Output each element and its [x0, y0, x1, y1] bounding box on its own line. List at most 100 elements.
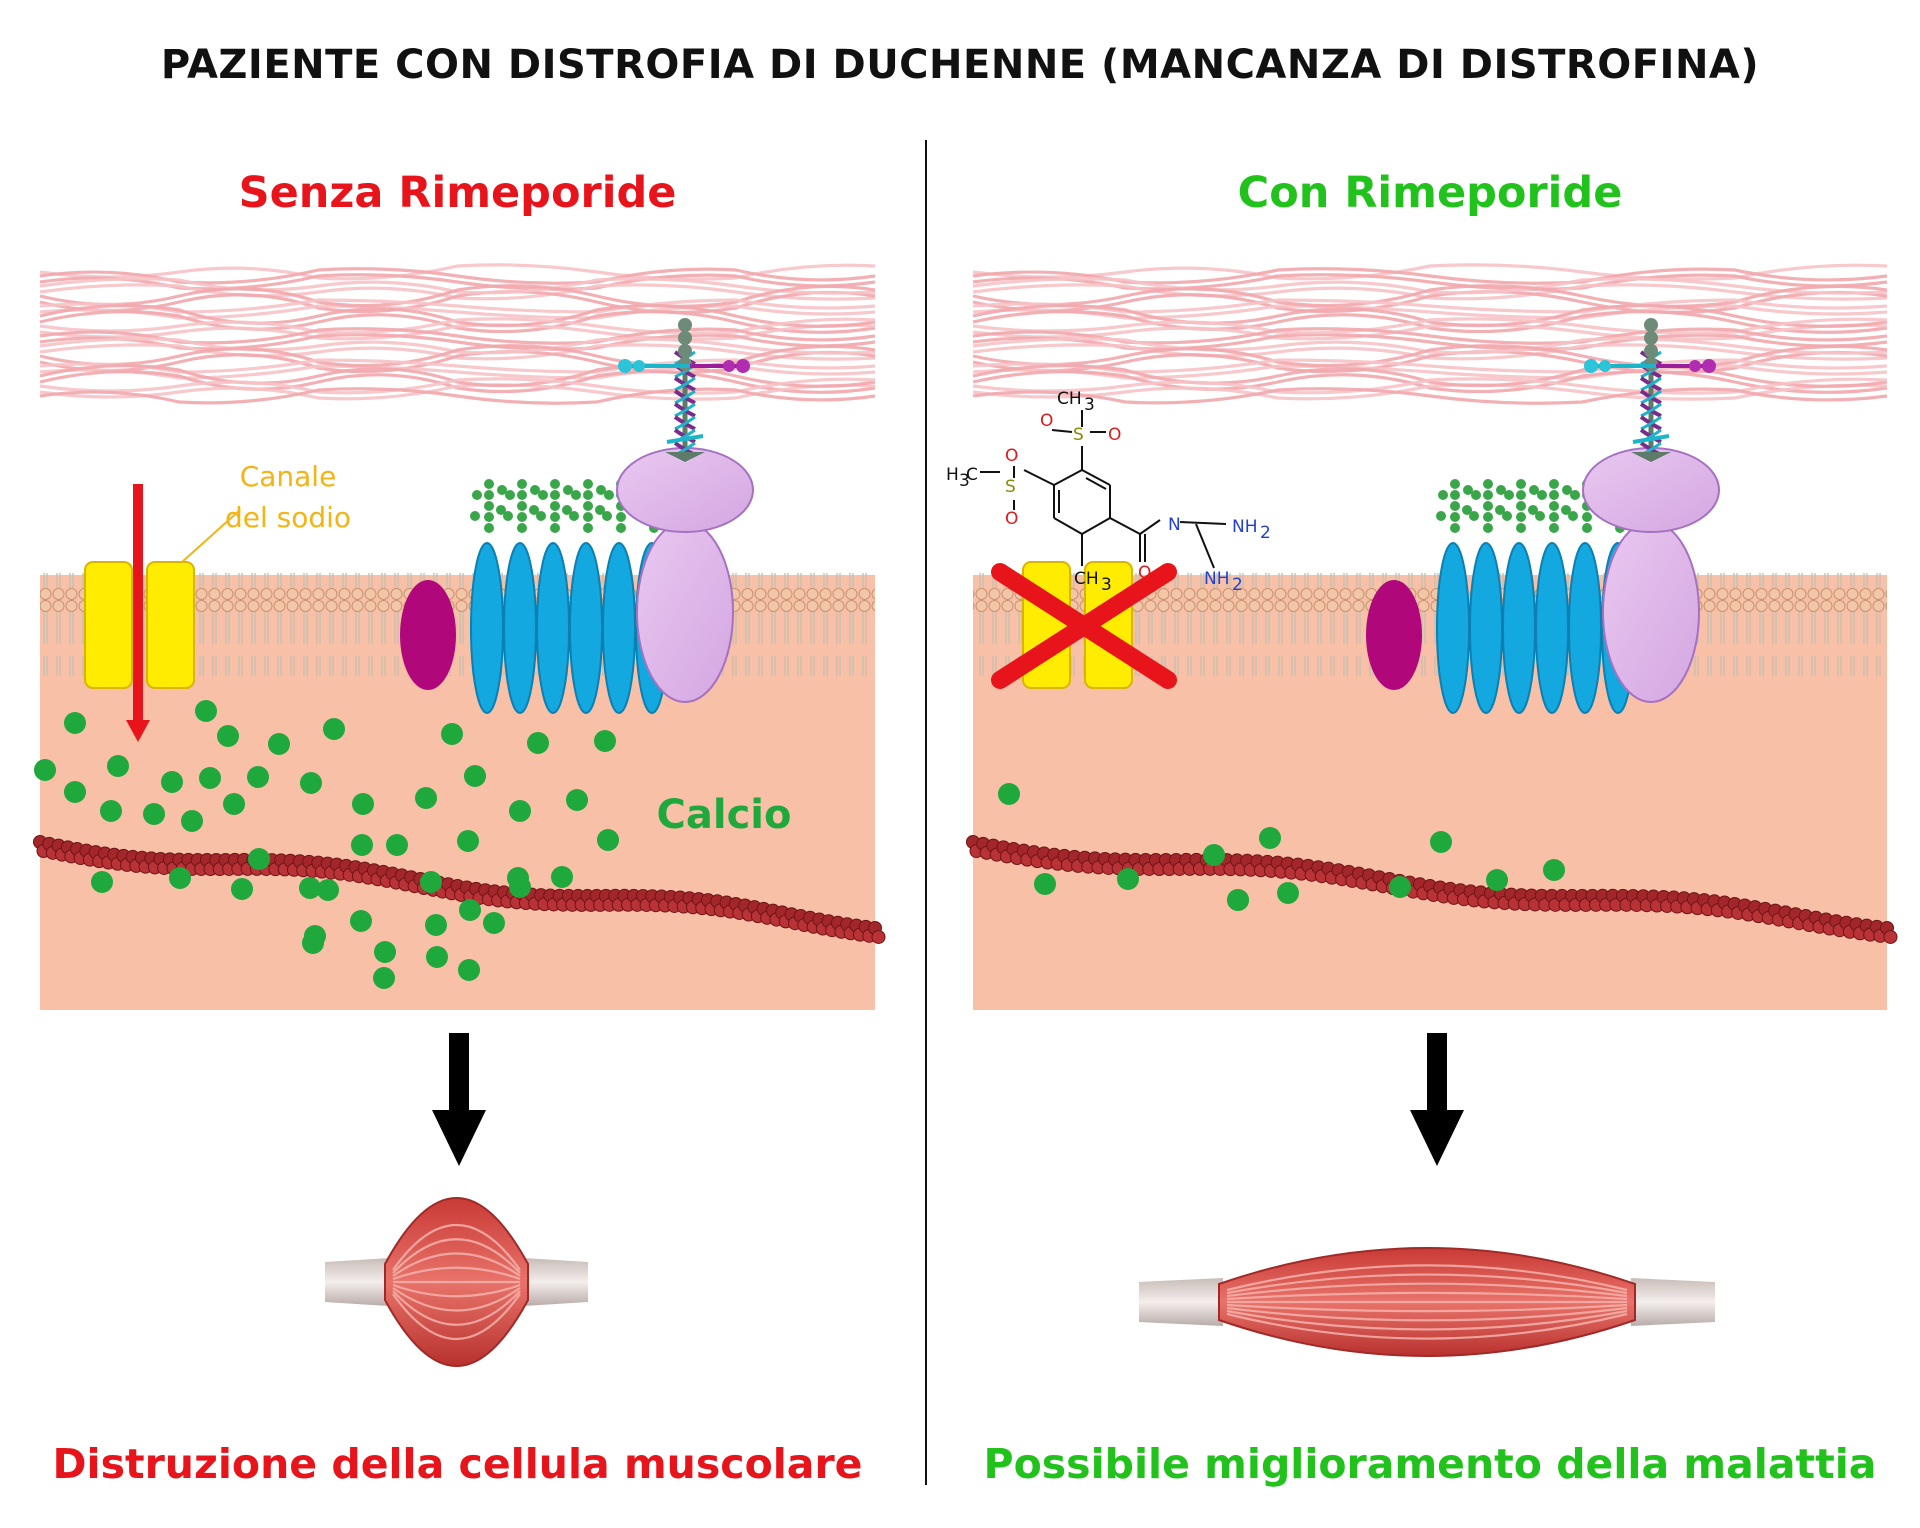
calcium-ion-icon — [1277, 882, 1299, 904]
laminin-globule — [1644, 344, 1658, 358]
molecule-bond — [1139, 519, 1161, 535]
molecule-o1: O — [1040, 411, 1053, 431]
left-outcome-caption: Distruzione della cellula muscolare — [52, 1440, 863, 1488]
molecule-bond — [1195, 523, 1215, 569]
glycan-bead — [1568, 511, 1578, 521]
molecule-h3c-c: C — [966, 465, 978, 485]
glycan-bead — [1561, 505, 1571, 515]
molecule-ch3-bottom: CH — [1074, 569, 1099, 589]
collagen-fiber — [39, 343, 876, 361]
glycan-bead — [583, 490, 593, 500]
glycan-bead — [563, 485, 573, 495]
muscle-striation — [1226, 1291, 1628, 1301]
calcium-ion-icon — [231, 878, 253, 900]
collagen-fiber — [39, 290, 876, 314]
collagen-fiber — [39, 317, 876, 335]
molecule-o2: O — [1108, 425, 1121, 445]
calcium-ion-icon — [181, 810, 203, 832]
molecule-bond — [1109, 517, 1141, 535]
laminin-base — [665, 452, 705, 462]
muscle-striation — [392, 1238, 521, 1274]
laminin-globule — [1689, 360, 1701, 372]
glycan-bead — [1483, 479, 1493, 489]
collagen-fiber — [972, 284, 1888, 308]
glycan-bead — [1483, 512, 1493, 522]
calcium-ion-icon — [566, 789, 588, 811]
calcium-ion-icon — [1117, 868, 1139, 890]
muscle-tendon — [1631, 1278, 1715, 1326]
glycan-bead — [1582, 512, 1592, 522]
calcium-ion-icon — [64, 781, 86, 803]
glycan-bead — [571, 490, 581, 500]
calcium-ion-icon — [420, 871, 442, 893]
transmembrane-protein — [1535, 542, 1569, 714]
muscle-striation — [392, 1223, 521, 1271]
glycan-bead — [1504, 490, 1514, 500]
glycan-bead — [550, 479, 560, 489]
calcium-ion-icon — [64, 712, 86, 734]
calcium-ion-icon — [350, 910, 372, 932]
calcium-ion-icon — [323, 718, 345, 740]
calcium-ion-icon — [458, 959, 480, 981]
collagen-fiber — [972, 333, 1888, 351]
collagen-fiber — [39, 327, 876, 345]
laminin-helix — [674, 402, 696, 418]
calcium-ion-icon — [1430, 831, 1452, 853]
collagen-fiber — [39, 370, 876, 394]
glycan-bead — [484, 490, 494, 500]
glycan-bead — [1516, 523, 1526, 533]
actin-filament — [33, 835, 886, 944]
glycan-bead — [1496, 485, 1506, 495]
muscle-striation — [1226, 1282, 1628, 1298]
collagen-fiber — [39, 310, 876, 334]
collagen-fiber — [972, 277, 1888, 295]
collagen-fiber — [39, 267, 876, 285]
collagen-fiber — [39, 377, 876, 395]
calcium-ion-icon — [169, 867, 191, 889]
glycan-bead — [1528, 505, 1538, 515]
glycan-bead — [550, 523, 560, 533]
laminin-globule — [633, 360, 645, 372]
beta-dystroglycan — [636, 521, 734, 703]
glycan-bead — [505, 490, 515, 500]
collagen-fiber — [972, 377, 1888, 395]
molecule-o5: O — [1138, 563, 1151, 583]
molecule-nh2-top-sub: 2 — [1260, 523, 1271, 543]
collagen-fiber — [972, 327, 1888, 345]
molecule-bond — [1081, 517, 1111, 535]
calcium-ion-icon — [248, 848, 270, 870]
transmembrane-protein — [536, 542, 570, 714]
molecule-s2: S — [1005, 477, 1016, 497]
muscle-striation — [1226, 1303, 1628, 1313]
glycan-bead — [616, 512, 626, 522]
muscle-striation — [392, 1266, 521, 1281]
glycan-bead — [1462, 505, 1472, 515]
collagen-fiber — [39, 304, 876, 328]
glycan-bead — [1549, 523, 1559, 533]
calcium-ion-icon — [317, 879, 339, 901]
collagen-fiber — [972, 344, 1888, 368]
glycan-bead — [550, 490, 560, 500]
glycan-bead — [484, 479, 494, 489]
glycan-bead — [1570, 490, 1580, 500]
muscle-striation — [392, 1283, 521, 1298]
collagen-fiber — [39, 337, 876, 355]
actin-monomer — [1883, 929, 1898, 944]
molecule-ch3-bottom-sub: 3 — [1101, 575, 1112, 595]
calcium-ion-icon — [195, 700, 217, 722]
transmembrane-protein — [503, 542, 537, 714]
collagen-fiber — [972, 283, 1888, 301]
glycan-bead — [503, 511, 513, 521]
calcium-ion-icon — [425, 914, 447, 936]
left-panel-heading: Senza Rimeporide — [238, 168, 677, 218]
laminin-globule — [1644, 318, 1658, 332]
molecule-h3c-h: H — [946, 465, 959, 485]
glycan-bead — [517, 501, 527, 511]
calcium-ion-icon — [426, 946, 448, 968]
muscle-striation — [1226, 1309, 1628, 1331]
muscle-tendon — [1139, 1278, 1223, 1326]
laminin-helix — [674, 389, 696, 405]
transmembrane-protein — [470, 542, 504, 714]
glycan-bead — [472, 490, 482, 500]
